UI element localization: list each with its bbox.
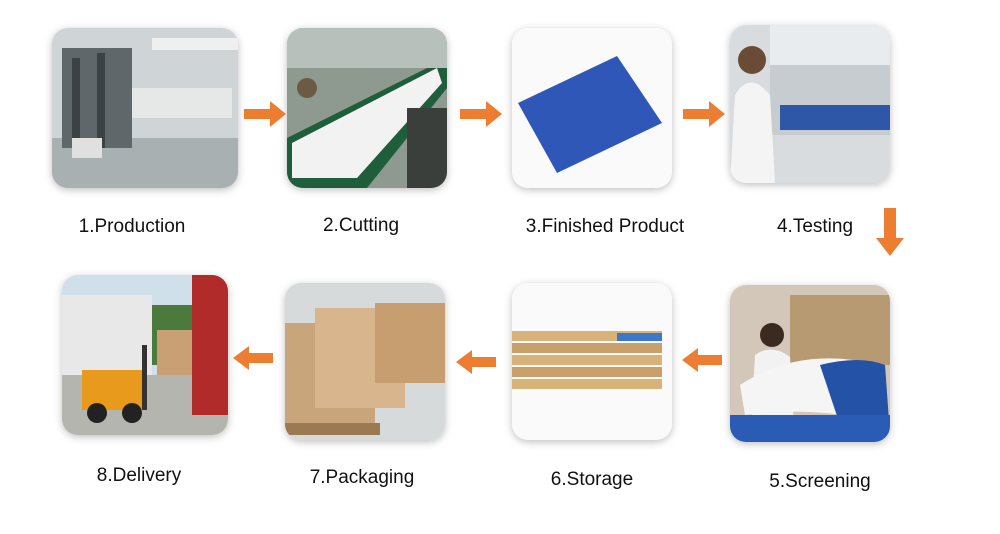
step-label-screening: 5.Screening [769, 471, 871, 492]
production-photo [52, 28, 238, 188]
arrow-left-icon [682, 348, 722, 372]
step-label-testing: 4.Testing [776, 216, 854, 237]
arrow-down-icon [876, 208, 904, 256]
step-label-production: 1.Production [78, 216, 186, 237]
step-label-cutting: 2.Cutting [322, 215, 400, 236]
packaging-photo [285, 283, 445, 440]
step-label-storage: 6.Storage [550, 469, 634, 490]
finished-product-photo [512, 28, 672, 188]
storage-photo [512, 283, 672, 440]
step-label-packaging: 7.Packaging [309, 467, 415, 488]
cutting-photo [287, 28, 447, 188]
arrow-left-icon [456, 350, 496, 374]
arrow-right-icon [244, 101, 286, 127]
arrow-left-icon [233, 346, 273, 370]
screening-photo [730, 285, 890, 442]
delivery-photo [62, 275, 228, 435]
step-label-delivery: 8.Delivery [96, 465, 182, 486]
arrow-right-icon [683, 101, 725, 127]
testing-photo [730, 25, 890, 183]
arrow-right-icon [460, 101, 502, 127]
step-label-finished-product: 3.Finished Product [525, 216, 685, 237]
